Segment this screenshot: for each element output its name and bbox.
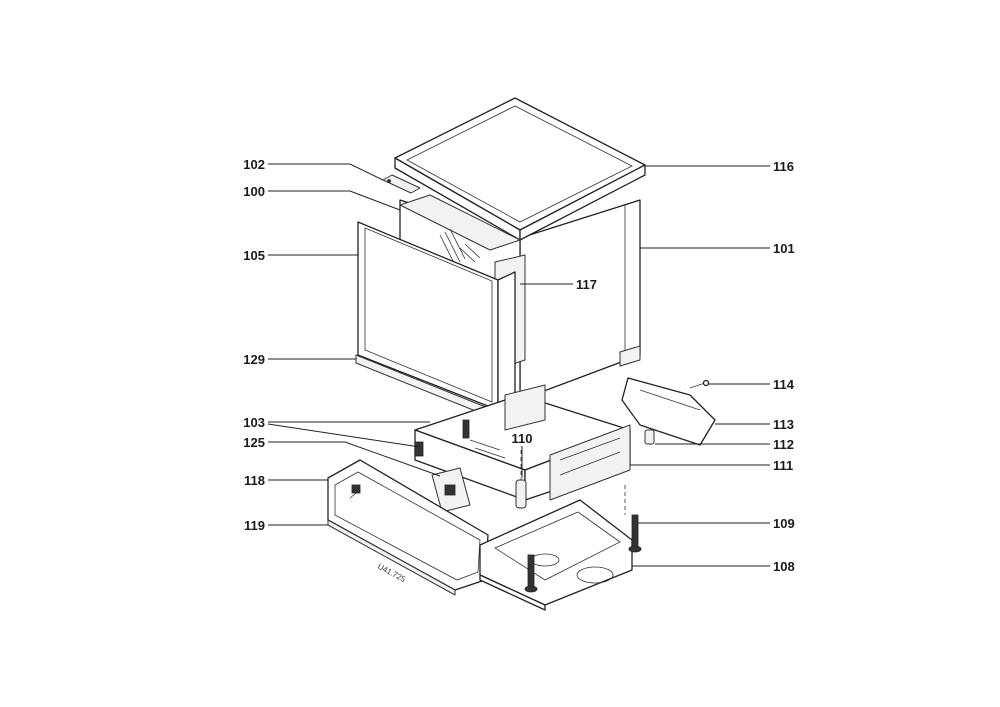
- top-bracket: [382, 174, 421, 194]
- label-105: 105: [243, 248, 265, 263]
- label-129: 129: [243, 352, 265, 367]
- label-109: 109: [773, 516, 795, 531]
- adjustable-foot-front: [524, 554, 538, 593]
- adjustable-foot-rear: [624, 485, 642, 553]
- label-117: 117: [576, 277, 597, 292]
- hose-clip: [644, 429, 655, 445]
- leader-lines: [267, 163, 770, 567]
- label-100: 100: [243, 184, 265, 199]
- kick-plate: [327, 459, 489, 591]
- label-111: 111: [773, 458, 793, 473]
- part-labels: 102 100 105 129 103 125 118 119 116 101 …: [243, 157, 794, 574]
- label-116: 116: [773, 159, 794, 174]
- base-tray: [479, 499, 633, 611]
- label-108: 108: [773, 559, 795, 574]
- side-bracket: [621, 377, 716, 446]
- worktop: [394, 97, 646, 241]
- base-frame: [414, 384, 631, 501]
- sensor-cylinder: [515, 450, 527, 509]
- kick-plate-strip: [327, 519, 456, 596]
- label-114: 114: [773, 377, 795, 392]
- label-112: 112: [773, 437, 794, 452]
- label-101: 101: [773, 241, 795, 256]
- label-110: 110: [512, 431, 533, 446]
- door-panel: [357, 221, 516, 411]
- label-118: 118: [244, 473, 265, 488]
- label-125: 125: [243, 435, 265, 450]
- control-module: [431, 467, 471, 513]
- screw: [689, 379, 710, 389]
- label-113: 113: [773, 417, 794, 432]
- label-119: 119: [244, 518, 265, 533]
- label-103: 103: [243, 415, 265, 430]
- label-102: 102: [243, 157, 265, 172]
